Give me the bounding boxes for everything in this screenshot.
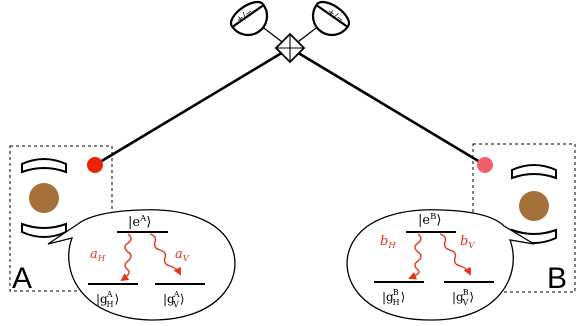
photon-label-bv: bV	[460, 234, 475, 251]
photon-arrow-bv	[439, 233, 471, 276]
photon-label-av: aV	[175, 247, 190, 264]
excited-state-a: |eA⟩	[128, 214, 151, 230]
atom-b	[519, 191, 549, 221]
excited-state-b: |eB⟩	[418, 212, 441, 228]
bubble-b	[346, 209, 535, 321]
fiber-b	[289, 46, 486, 167]
photon-label-bh: bH	[380, 234, 396, 251]
atom-a	[29, 183, 59, 213]
node-a-letter: A	[12, 262, 32, 295]
photon-arrow-av	[149, 233, 181, 276]
photon-dot-a	[87, 157, 103, 173]
detector-icon	[311, 0, 351, 37]
detector-icon	[229, 0, 269, 37]
beamsplitter-icon	[274, 32, 306, 64]
cavity-a	[21, 158, 67, 238]
fiber-a	[94, 46, 291, 167]
photon-dot-b	[477, 157, 493, 173]
cavity-b	[511, 164, 557, 244]
detector-right	[311, 0, 351, 37]
detector-left	[229, 0, 269, 37]
photon-arrow-bh	[408, 233, 422, 280]
node-b-letter: B	[547, 262, 567, 295]
photon-label-ah: aH	[90, 247, 106, 264]
bubble-a	[47, 209, 236, 321]
photon-arrow-ah	[120, 233, 132, 282]
